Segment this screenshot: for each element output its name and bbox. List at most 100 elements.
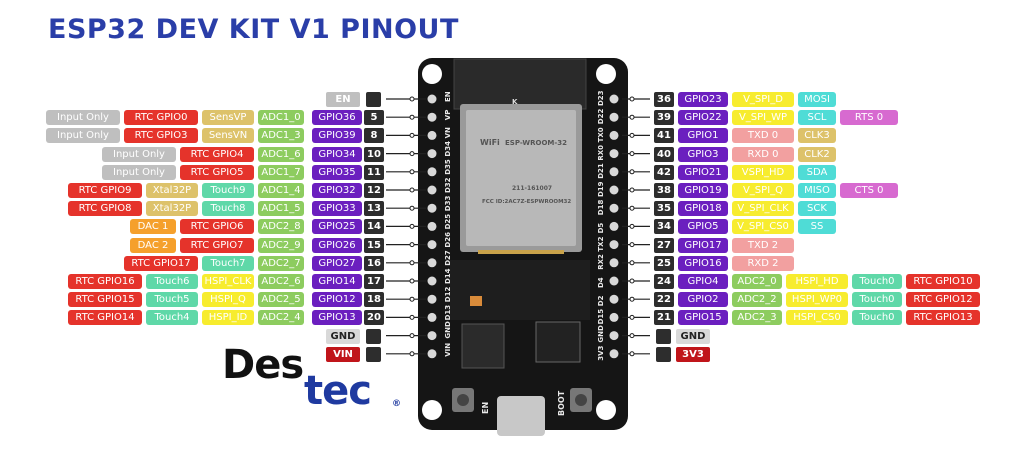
left-power-label: GND — [326, 328, 360, 344]
right-function-label: RTC GPIO13 — [906, 310, 980, 326]
right-pin-number: 40 — [654, 146, 674, 162]
left-gpio-label: GPIO14 — [312, 274, 362, 289]
right-connector-node — [629, 96, 635, 102]
right-header-label: D2 — [597, 295, 605, 306]
right-header-label: D22 — [597, 109, 605, 125]
left-function-label: ADC2_4 — [258, 310, 304, 326]
left-connector-node — [409, 114, 415, 120]
right-function-label: RXD 0 — [732, 146, 794, 162]
left-connector-node — [409, 151, 415, 157]
right-function-label: V_SPI_D — [732, 92, 794, 107]
left-header-pad — [427, 94, 437, 104]
right-function-label: Touch0 — [852, 310, 902, 326]
right-header-pad — [609, 203, 619, 213]
right-gpio-label: GPIO17 — [678, 237, 728, 253]
mount-hole-2 — [422, 400, 442, 420]
left-header-label: EN — [444, 91, 452, 102]
right-header-pad — [609, 221, 619, 231]
left-function-label: RTC GPIO9 — [68, 183, 142, 198]
right-header-label: D18 — [597, 200, 605, 216]
left-function-label: ADC2_5 — [258, 292, 304, 308]
left-function-label: HSPI_Q — [202, 292, 254, 308]
right-function-label: CLK3 — [798, 128, 836, 144]
right-connector-node — [629, 333, 635, 339]
left-pin-number: 12 — [364, 183, 384, 198]
right-header-label: D19 — [597, 181, 605, 197]
right-pin-number: 35 — [654, 201, 674, 217]
right-pin-number: 22 — [654, 292, 674, 308]
right-function-label: V_SPI_CS0 — [732, 219, 794, 235]
left-header-label: VIN — [444, 343, 452, 357]
left-header-label: D27 — [444, 250, 452, 266]
logo-part2: tec — [304, 368, 372, 414]
left-pin-square — [366, 92, 381, 107]
right-gpio-label: GPIO21 — [678, 164, 728, 180]
right-pin-number: 27 — [654, 237, 674, 253]
right-function-label: SDA — [798, 164, 836, 180]
right-pin-number: 21 — [654, 310, 674, 326]
right-connector-node — [629, 187, 635, 193]
left-header-label: D14 — [444, 268, 452, 284]
left-function-label: ADC1_7 — [258, 164, 304, 180]
left-function-label: Touch5 — [146, 292, 198, 308]
right-pin-square — [656, 346, 671, 362]
left-connector-node — [409, 169, 415, 175]
left-function-label: RTC GPIO16 — [68, 274, 142, 289]
left-pin-number: 8 — [364, 128, 384, 144]
left-function-label: RTC GPIO7 — [180, 237, 254, 253]
left-header-label: D34 — [444, 141, 452, 157]
left-function-label: ADC2_6 — [258, 274, 304, 289]
right-pin-number: 25 — [654, 255, 674, 271]
right-connector-node — [629, 351, 635, 357]
right-connector-node — [629, 223, 635, 229]
right-pin-number: 42 — [654, 164, 674, 180]
right-header-pad — [609, 94, 619, 104]
left-header-pad — [427, 240, 437, 250]
left-function-label: Touch6 — [146, 274, 198, 289]
left-header-label: D35 — [444, 159, 452, 175]
right-header-pad — [609, 112, 619, 122]
antenna-mark-text: K — [512, 98, 518, 106]
left-connector-node — [409, 96, 415, 102]
left-pin-square — [366, 328, 381, 344]
right-pin-number: 24 — [654, 274, 674, 289]
left-pin-number: 11 — [364, 164, 384, 180]
right-header-pad — [609, 185, 619, 195]
right-function-label: CLK2 — [798, 146, 836, 162]
left-connector-node — [409, 242, 415, 248]
right-power-label: GND — [676, 328, 710, 344]
right-header-pad — [609, 167, 619, 177]
left-function-label: RTC GPIO14 — [68, 310, 142, 326]
right-function-label: VSPI_HD — [732, 164, 794, 180]
right-function-label: Touch0 — [852, 292, 902, 308]
right-function-label: ADC2_0 — [732, 274, 782, 289]
left-connector-node — [409, 278, 415, 284]
mount-hole-0 — [422, 64, 442, 84]
right-function-label: V_SPI_WP — [732, 110, 794, 126]
left-gpio-label: GPIO12 — [312, 292, 362, 308]
right-gpio-label: GPIO1 — [678, 128, 728, 144]
left-function-label: ADC1_5 — [258, 201, 304, 217]
right-gpio-label: GPIO15 — [678, 310, 728, 326]
right-header-label: TX0 — [597, 127, 605, 142]
left-function-label: Touch8 — [202, 201, 254, 217]
boot-button-label: BOOT — [557, 390, 566, 416]
left-header-pad — [427, 149, 437, 159]
left-connector-node — [409, 223, 415, 229]
right-pin-number: 36 — [654, 92, 674, 107]
led-component — [470, 296, 482, 306]
left-header-pad — [427, 258, 437, 268]
left-connector-node — [409, 351, 415, 357]
left-function-label: ADC2_7 — [258, 255, 304, 271]
right-function-label: V_SPI_CLK — [732, 201, 794, 217]
right-header-pad — [609, 312, 619, 322]
right-gpio-label: GPIO16 — [678, 255, 728, 271]
left-gpio-label: GPIO33 — [312, 201, 362, 217]
right-function-label: V_SPI_Q — [732, 183, 794, 198]
left-gpio-label: GPIO13 — [312, 310, 362, 326]
left-header-label: VN — [444, 127, 452, 138]
module-code-text: 211-161007 — [512, 185, 552, 192]
left-power-label: VIN — [326, 346, 360, 362]
right-header-label: TX2 — [597, 236, 605, 251]
right-header-label: D15 — [597, 309, 605, 325]
